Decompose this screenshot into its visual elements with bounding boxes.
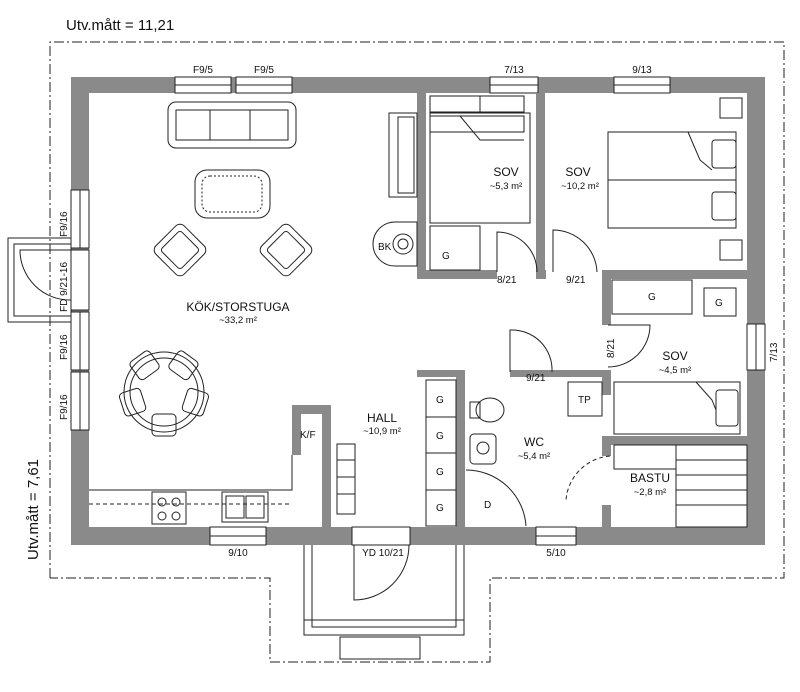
room-sov2-name: SOV xyxy=(565,165,590,179)
fixture-g-label: G xyxy=(436,503,444,514)
fixture-bk-label: BK xyxy=(378,242,392,253)
window-label-bottom2: 5/10 xyxy=(546,548,566,559)
room-wc-area: ~5,4 m² xyxy=(518,451,550,462)
door-label-d1: 8/21 xyxy=(497,275,517,286)
height-dimension-label: Utv.mått = 7,61 xyxy=(25,459,42,560)
window-openings xyxy=(70,76,766,546)
door-swings xyxy=(19,229,651,601)
fixture-g-label: G xyxy=(436,467,444,478)
window-labels: F9/5 F9/5 7/13 9/13 F9/16 FD 9/21-16 F9/… xyxy=(59,65,780,559)
room-labels: KÖK/STORSTUGA ~33,2 m² SOV ~5,3 m² SOV ~… xyxy=(186,165,691,498)
window-label-left2: F9/16 xyxy=(59,334,70,360)
interior-walls xyxy=(292,93,747,530)
fixture-g-label: G xyxy=(715,298,723,309)
porch xyxy=(303,545,465,660)
width-dimension-label: Utv.mått = 11,21 xyxy=(66,17,174,34)
dimension-outline xyxy=(49,41,785,663)
door-label-d4: 9/21 xyxy=(526,373,546,384)
left-deck xyxy=(7,237,72,323)
door-label-d2: 9/21 xyxy=(566,275,586,286)
room-sov1-area: ~5,3 m² xyxy=(490,181,522,192)
window-label-left3: F9/16 xyxy=(59,394,70,420)
door-label-left: FD 9/21-16 xyxy=(59,262,70,312)
fixture-kf-label: K/F xyxy=(300,430,316,441)
window-label-top1: F9/5 xyxy=(193,65,213,76)
fixture-d-label: D xyxy=(484,500,491,511)
window-label-top3: 7/13 xyxy=(504,65,524,76)
room-wc-name: WC xyxy=(524,435,544,449)
fixture-g-label: G xyxy=(436,395,444,406)
room-bastu-area: ~2,8 m² xyxy=(634,487,666,498)
door-labels: 8/21 9/21 8/21 9/21 xyxy=(497,275,617,384)
fixture-tp-label: TP xyxy=(578,395,591,406)
window-label-top2: F9/5 xyxy=(254,65,274,76)
fixture-g-label: G xyxy=(442,251,450,262)
window-label-left1: F9/16 xyxy=(59,211,70,237)
room-bastu-name: BASTU xyxy=(630,471,670,485)
fixture-labels: BK K/F TP D G G G G G G G xyxy=(300,242,723,514)
room-hall-name: HALL xyxy=(367,411,397,425)
window-label-right1: 7/13 xyxy=(769,342,780,362)
furniture xyxy=(89,95,748,528)
fixture-g-label: G xyxy=(648,292,656,303)
room-sov1-name: SOV xyxy=(493,165,518,179)
door-label-d3: 8/21 xyxy=(606,338,617,358)
room-sov3-name: SOV xyxy=(662,349,687,363)
door-label-bottom: YD 10/21 xyxy=(362,548,404,559)
window-label-bottom1: 9/10 xyxy=(228,548,248,559)
room-kok-name: KÖK/STORSTUGA xyxy=(186,300,289,314)
room-hall-area: ~10,9 m² xyxy=(363,426,401,437)
room-sov3-area: ~4,5 m² xyxy=(659,365,691,376)
window-label-top4: 9/13 xyxy=(632,65,652,76)
fixture-g-label: G xyxy=(436,431,444,442)
room-sov2-area: ~10,2 m² xyxy=(561,181,599,192)
room-kok-area: ~33,2 m² xyxy=(219,315,257,326)
